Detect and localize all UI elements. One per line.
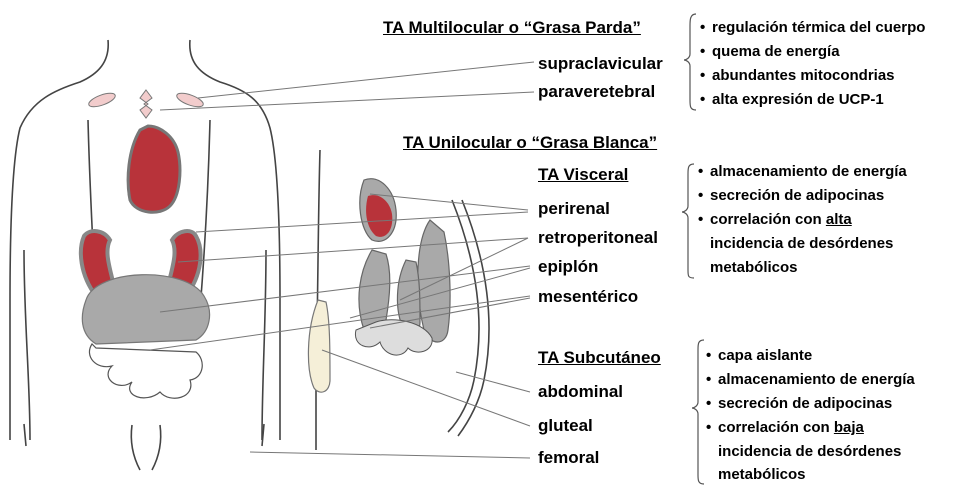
heart-shape <box>128 126 180 212</box>
visceral-bullet: •almacenamiento de energía <box>698 162 907 182</box>
visceral-title: TA Visceral <box>538 165 628 185</box>
label-supraclavicular: supraclavicular <box>538 54 663 74</box>
white-fat-title: TA Unilocular o “Grasa Blanca” <box>403 133 657 153</box>
label-perirenal: perirenal <box>538 199 610 219</box>
brown-fat-bullet: •regulación térmica del cuerpo <box>700 18 925 38</box>
subcutaneous-title: TA Subcutáneo <box>538 348 661 368</box>
leader-lines <box>150 62 534 458</box>
label-retroperitoneal: retroperitoneal <box>538 228 658 248</box>
label-paraveretebral: paraveretebral <box>538 82 655 102</box>
visceral-bullet-cont: metabólicos <box>710 258 798 278</box>
subcutaneous-bullet-cont: metabólicos <box>718 465 806 485</box>
subcutaneous-bullet: •secreción de adipocinas <box>706 394 892 414</box>
gluteal-fat <box>308 300 330 392</box>
label-femoral: femoral <box>538 448 599 468</box>
label-gluteal: gluteal <box>538 416 593 436</box>
label-epiplon: epiplón <box>538 257 598 277</box>
brown-fat-bullet: •abundantes mitocondrias <box>700 66 895 86</box>
brown-fat-depots <box>87 90 205 118</box>
brown-fat-bullet: •alta expresión de UCP-1 <box>700 90 884 110</box>
brown-fat-bullet: •quema de energía <box>700 42 840 62</box>
label-abdominal: abdominal <box>538 382 623 402</box>
abdominal-mass <box>82 275 209 344</box>
visceral-bullet: •secreción de adipocinas <box>698 186 884 206</box>
visceral-bullet-cont: incidencia de desórdenes <box>710 234 893 254</box>
brown-fat-title: TA Multilocular o “Grasa Parda” <box>383 18 641 38</box>
subcutaneous-bullet: •capa aislante <box>706 346 812 366</box>
label-mesenterico: mesentérico <box>538 287 638 307</box>
subcutaneous-bullet: •correlación con baja <box>706 418 864 438</box>
subcutaneous-bullet: •almacenamiento de energía <box>706 370 915 390</box>
subcutaneous-bullet-cont: incidencia de desórdenes <box>718 442 901 462</box>
visceral-bullet: •correlación con alta <box>698 210 852 230</box>
intestines-outline <box>89 344 202 398</box>
